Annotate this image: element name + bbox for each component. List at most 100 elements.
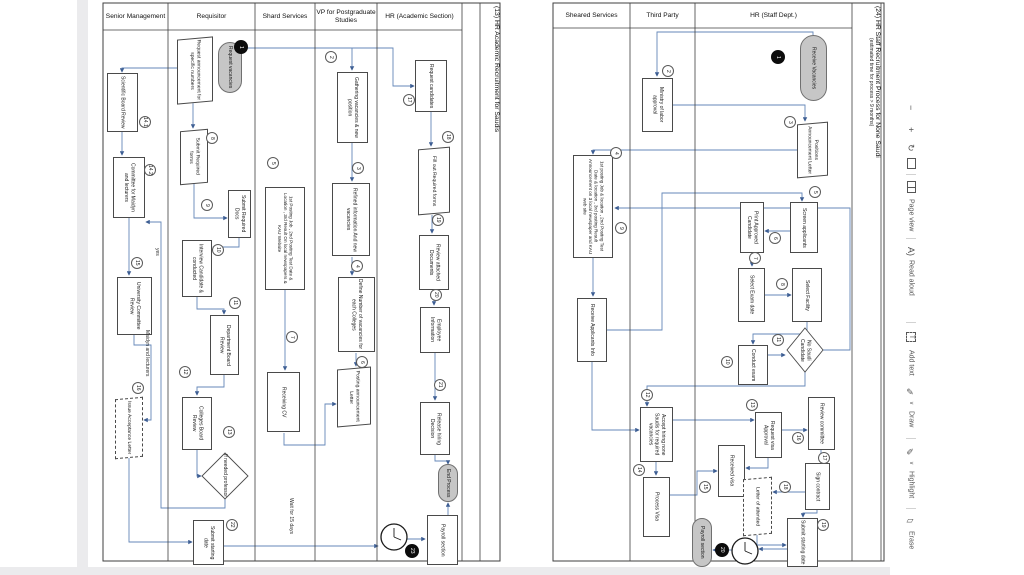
step-number-6: 6 (769, 232, 781, 244)
step-number-15: 15 (699, 481, 711, 493)
step-number-10: 10 (721, 356, 733, 368)
highlight-chevron-wrap[interactable]: ∨ (896, 459, 926, 468)
zoom-out-icon: − (906, 105, 916, 111)
submit-required-forms: Submit Required forms (180, 128, 208, 186)
zoom-out-button[interactable]: − (896, 100, 926, 116)
receive-applicants-info: Receive Applicants Info (577, 298, 607, 362)
page-view-button[interactable] (896, 180, 926, 194)
add-text-label-wrap[interactable]: Add text (896, 346, 926, 380)
erase-label: Erase (907, 530, 915, 550)
viewer-left-strip (77, 0, 90, 575)
chevron-down-icon: ∨ (908, 461, 914, 466)
step-number-10: 10 (212, 244, 224, 256)
lane-header-4: HR (Academic Section) (385, 12, 454, 20)
toolbar-separator (906, 238, 916, 239)
step-number-4: 4 (351, 260, 363, 272)
erase-label-wrap[interactable]: Erase (896, 528, 926, 552)
zoom-in-button[interactable]: + (896, 122, 926, 138)
no-saudi-candidate: No Saudi Candidate (799, 338, 812, 362)
submit-starting-date-2: Submit starting date (787, 518, 818, 567)
employee-information: Employee Information (420, 307, 450, 353)
request-candidates: Request candidates (415, 60, 447, 112)
step-number-23: 23 (405, 544, 419, 558)
step-number-22: 22 (226, 519, 238, 531)
toolbar-separator (906, 322, 916, 323)
step-number-14: 14 (633, 464, 645, 476)
step-number-5: 5 (267, 157, 279, 169)
step-number-8: 8 (206, 132, 218, 144)
lane-header-1: Third Party (646, 11, 679, 19)
step-number-7: 7 (749, 252, 761, 264)
add-text-button[interactable]: T (896, 330, 926, 344)
lane-header-2: Shard Services (262, 12, 308, 20)
highlight-label: Highlight (907, 471, 915, 499)
ministry-of-labor-approval: Ministry of labor approval (642, 78, 673, 132)
request-visa-approval: Request visa Approval (755, 412, 782, 458)
step-number-8: 8 (776, 278, 788, 290)
draw-button[interactable]: ✎ (896, 386, 926, 400)
diagram-canvas (102, 2, 501, 562)
university-committee-review: University Committee Review (117, 277, 152, 335)
page-view-icon (906, 181, 916, 193)
step-number-21: 21 (434, 379, 446, 391)
read-aloud-button[interactable]: A) (896, 244, 926, 258)
page-view-label: Page view (907, 198, 915, 232)
add-text-label: Add text (907, 350, 915, 376)
accept-hiring-none-saudis: Accept hiring none Saudis for required v… (640, 407, 673, 462)
payroll-section: Payroll section (427, 515, 458, 565)
viewer-bottom-strip (0, 567, 890, 575)
page-title-text: (24) HR Staff Recruitment Process for No… (874, 6, 881, 158)
step-number-17: 17 (818, 452, 830, 464)
erase-icon: ▱ (906, 516, 916, 526)
read-aloud-label: Read aloud (907, 260, 915, 296)
lane-header-1: Requisitor (196, 12, 227, 20)
colleges-board-review: Colleges Board Review (182, 397, 212, 450)
lane-header-0: Sheared Services (565, 11, 618, 19)
request-announcement: Request announcement for specific number… (177, 36, 213, 105)
if-needed-professor: If needed professor (222, 454, 229, 498)
step-number-20: 20 (430, 289, 442, 301)
posting-jobs: 1st Posting Job , 2nd Posting Test Date … (265, 187, 305, 290)
refined-information: Refined information And new vacancies (332, 183, 370, 256)
highlight-button[interactable]: ✐ (896, 446, 926, 460)
scientific-board-review: Scientific Board Review (107, 73, 138, 132)
issue-acceptance-letter: Issue Acceptance Letter (115, 396, 143, 460)
page-view-label-wrap[interactable]: Page view (896, 196, 926, 234)
page-title: (13) HR Academic Recruitment for Saudis (481, 6, 500, 132)
draw-label: Draw (907, 410, 915, 428)
review-attached-documents: Review attached Documents (419, 235, 449, 290)
step-number-18: 18 (442, 131, 454, 143)
page-title: (24) HR Staff Recruitment Process for No… (854, 6, 881, 158)
select-exam-date: Select Exam date (738, 268, 765, 322)
edge-label: yes (154, 248, 160, 256)
step-number-2: 2 (325, 51, 337, 63)
step-number-19: 19 (432, 214, 444, 226)
step-number-3: 3 (352, 162, 364, 174)
conduct-exam: Conduct exam (738, 345, 768, 385)
step-number-13: 13 (746, 399, 758, 411)
step-number-1: 1 (771, 50, 785, 64)
posting-announcement-letter: Posting announcement Letter (337, 366, 371, 428)
edge-label: Wait for 15 days (288, 498, 294, 534)
erase-button[interactable]: ▱ (896, 514, 926, 528)
highlight-label-wrap[interactable]: Highlight (896, 468, 926, 502)
draw-label-wrap[interactable]: Draw (896, 408, 926, 430)
draw-chevron-wrap[interactable]: ∨ (896, 399, 926, 408)
step-number-1: 1 (234, 40, 248, 54)
end-process: End Process (438, 464, 458, 502)
step-number-2: 2 (662, 65, 674, 77)
receive-vacancies: Receive Vacancies (800, 35, 827, 101)
step-number-5: 5 (809, 186, 821, 198)
posting-jobs-2: 1st posting Job & location , 2nd Posting… (573, 155, 613, 258)
rotate-button[interactable]: ↻ (896, 140, 926, 156)
step-number-18: 18 (779, 481, 791, 493)
toolbar-separator (906, 508, 916, 509)
read-aloud-label-wrap[interactable]: Read aloud (896, 258, 926, 298)
receiving-cv: Receiving CV (267, 372, 300, 432)
lane-header-2: HR (Staff Dept.) (750, 11, 797, 19)
fit-page-button[interactable] (896, 156, 926, 170)
step-number-12: 12 (641, 389, 653, 401)
pdf-page-2: Sheared Services Third Party HR (Staff Dep… (547, 0, 892, 567)
sign-contract: Sign contract (805, 463, 830, 510)
